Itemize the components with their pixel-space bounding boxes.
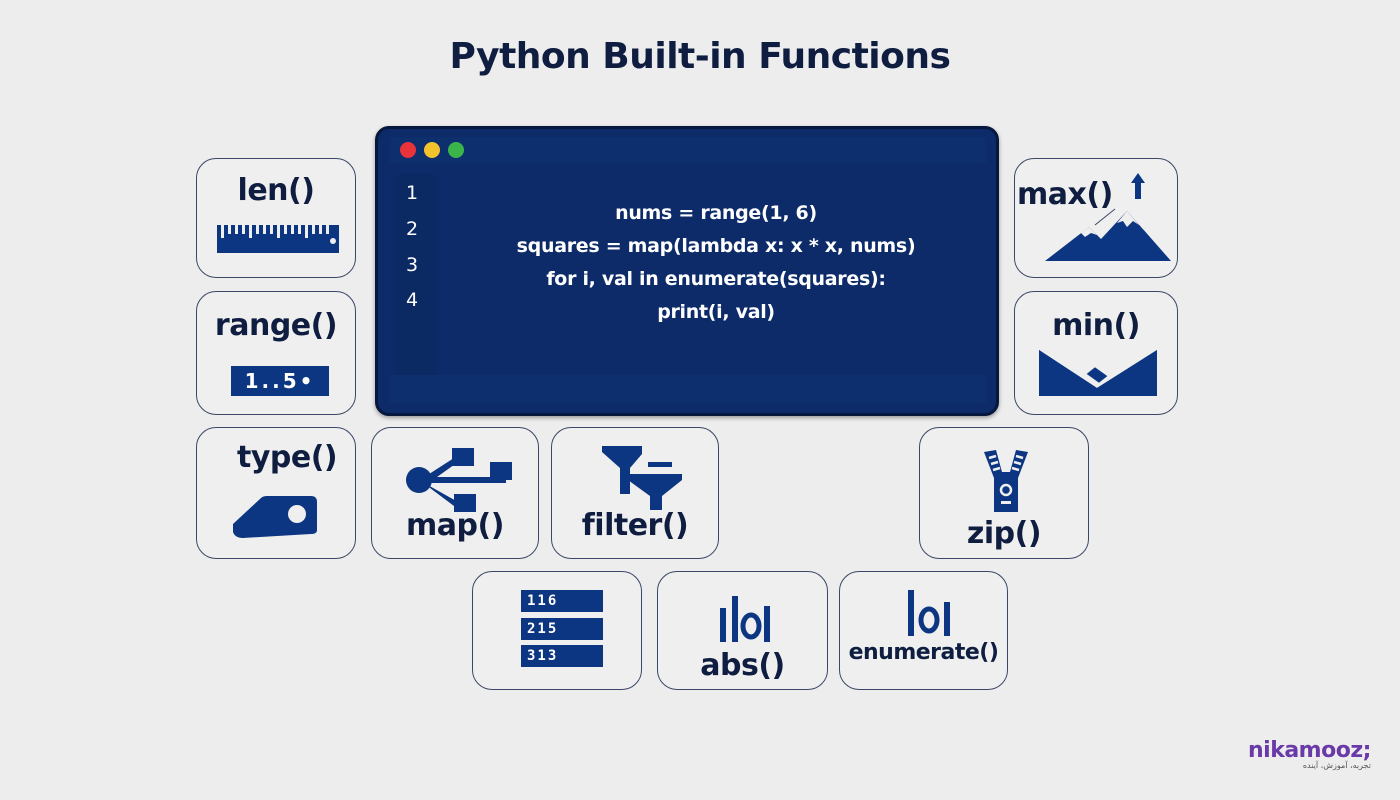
- number-list-row: 313: [521, 645, 603, 667]
- card-number-list: 116 215 313: [472, 571, 642, 690]
- card-map: map(): [371, 427, 539, 559]
- line-number: 4: [405, 289, 419, 311]
- index-bars-icon: [908, 590, 950, 636]
- card-enumerate: enumerate(): [839, 571, 1008, 690]
- mountain-peak-icon: [1045, 173, 1171, 261]
- brand-name: nikamooz;: [1248, 738, 1371, 763]
- close-window-button[interactable]: [400, 142, 416, 158]
- card-range: range() 1..5•: [196, 291, 356, 415]
- card-len: len(): [196, 158, 356, 278]
- card-label: min(): [1052, 308, 1140, 343]
- number-list-row: 215: [521, 618, 603, 640]
- tag-icon: [233, 496, 317, 538]
- card-filter: filter(): [551, 427, 719, 559]
- valley-icon: [1039, 350, 1157, 396]
- minimize-window-button[interactable]: [424, 142, 440, 158]
- code-block: nums = range(1, 6) squares = map(lambda …: [436, 197, 996, 329]
- editor-status-bar: [390, 375, 986, 403]
- line-number: 1: [405, 182, 419, 204]
- card-min: min(): [1014, 291, 1178, 415]
- card-label: range(): [214, 308, 338, 343]
- number-list-row: 116: [521, 590, 603, 612]
- code-editor-window: 1 2 3 4 nums = range(1, 6) squares = map…: [375, 126, 999, 416]
- code-line: print(i, val): [657, 301, 775, 323]
- range-sequence-icon: 1..5•: [231, 366, 329, 396]
- brand-tagline: تجربه، آموزش، آینده: [1302, 761, 1371, 770]
- card-label: map(): [406, 508, 504, 543]
- editor-titlebar: [390, 137, 986, 163]
- line-number-gutter: 1 2 3 4: [396, 174, 436, 386]
- card-label: abs(): [700, 648, 785, 683]
- card-type: type(): [196, 427, 356, 559]
- line-number: 3: [405, 254, 419, 276]
- funnel-icon: [602, 446, 682, 510]
- card-zip: zip(): [919, 427, 1089, 559]
- card-label: enumerate(): [848, 640, 999, 665]
- card-label: filter(): [581, 508, 689, 543]
- absolute-bars-icon: [720, 596, 770, 642]
- code-line: for i, val in enumerate(squares):: [546, 268, 886, 290]
- card-label: zip(): [966, 516, 1042, 551]
- zipper-icon: [984, 450, 1028, 512]
- card-label: len(): [237, 173, 315, 208]
- maximize-window-button[interactable]: [448, 142, 464, 158]
- page-title: Python Built-in Functions: [449, 36, 951, 77]
- line-number: 2: [405, 218, 419, 240]
- code-line: squares = map(lambda x: x * x, nums): [516, 235, 916, 257]
- card-label: type(): [237, 440, 338, 475]
- card-label: max(): [1017, 177, 1113, 212]
- branching-usb-icon: [406, 448, 512, 512]
- code-line: nums = range(1, 6): [615, 202, 817, 224]
- card-max: max(): [1014, 158, 1178, 278]
- ruler-icon: [217, 225, 339, 253]
- card-abs: abs(): [657, 571, 828, 690]
- brand-logo: nikamooz; تجربه، آموزش، آینده: [1248, 738, 1371, 770]
